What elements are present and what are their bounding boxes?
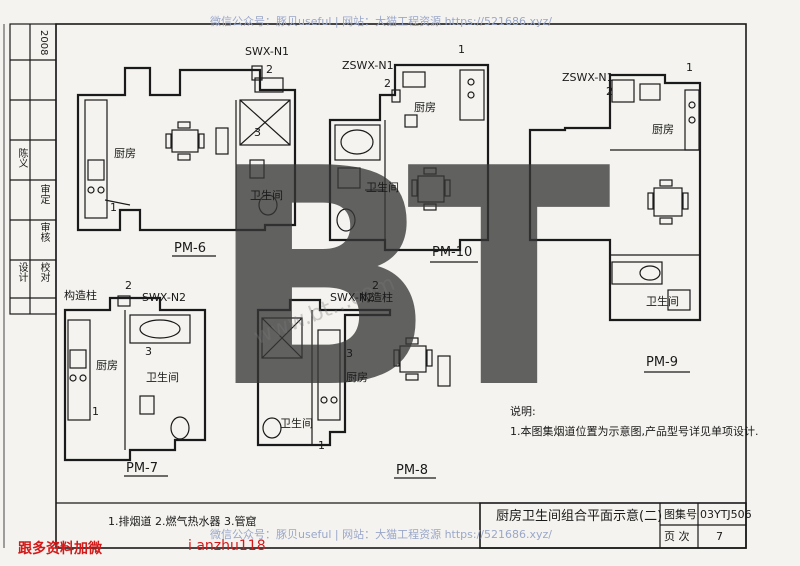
footer-contact-id: i anzhu118 (188, 538, 266, 554)
pm6-callout-3: 3 (254, 126, 261, 139)
side-row-3: 设计 (16, 262, 27, 282)
page-number-value: 7 (716, 530, 723, 543)
pm8-kitchen-label: 厨房 (346, 371, 368, 384)
pm6-callout-2: 2 (266, 63, 273, 76)
title-block-title: 厨房卫生间组合平面示意(二) (496, 509, 663, 524)
pm9-bath-label: 卫生间 (646, 295, 679, 308)
pm10-callout-2: 2 (384, 77, 391, 90)
pm9-plan-label: PM-9 (646, 355, 679, 370)
watermark-top: 微信公众号：豚贝useful | 网站：大猫工程资源 https://52168… (210, 15, 552, 28)
pm6-bath-label: 卫生间 (250, 189, 283, 202)
atlas-number-value: 03YTJ506 (700, 508, 752, 521)
side-row-1: 审核 (38, 222, 49, 242)
pm7-callout-1: 1 (92, 405, 99, 418)
notes-item-1: 1.本图集烟道位置为示意图,产品型号详见单项设计. (510, 425, 759, 438)
legend-items: 1.排烟道 2.燃气热水器 3.管窟 (108, 515, 257, 528)
pm7-column-label: 构造柱 (64, 289, 97, 302)
pm7-kitchen-label: 厨房 (96, 359, 118, 372)
pm6-flue-label: SWX-N1 (245, 45, 290, 58)
pm9-kitchen-label: 厨房 (652, 123, 674, 136)
pm9-flue-label: ZSWX-N1 (562, 71, 614, 84)
pm7-callout-2: 2 (125, 279, 132, 292)
pm10-kitchen-label: 厨房 (414, 101, 436, 114)
pm8-callout-3: 3 (346, 347, 353, 360)
pm7-bath-label: 卫生间 (146, 371, 179, 384)
pm8-flue-label: SWX-N2 (330, 291, 375, 304)
pm10-callout-1: 1 (458, 43, 465, 56)
side-sign: 陈义 (16, 148, 27, 168)
side-date: 2008 (38, 30, 49, 56)
pm9-callout-2: 2 (606, 85, 613, 98)
pm8-callout-1: 1 (318, 439, 325, 452)
page-number-label: 页 次 (664, 530, 690, 543)
pm9-callout-1: 1 (686, 61, 693, 74)
footer-contact-text: 跟多资料加微 (18, 541, 102, 557)
pm8-column-label: 构造柱 (360, 291, 393, 304)
pm8-callout-2: 2 (372, 279, 379, 292)
pm10-flue-label: ZSWX-N1 (342, 59, 394, 72)
pm6-kitchen-label: 厨房 (114, 147, 136, 160)
side-row-0: 审定 (38, 184, 49, 204)
pm8-plan-label: PM-8 (396, 463, 429, 478)
pm8-bath-label: 卫生间 (280, 417, 313, 430)
pm10-plan-label: PM-10 (432, 245, 473, 260)
atlas-number-label: 图集号 (664, 508, 697, 521)
pm6-plan-label: PM-6 (174, 241, 207, 256)
pm7-plan-label: PM-7 (126, 461, 159, 476)
pm7-callout-3: 3 (145, 345, 152, 358)
pm10-bath-label: 卫生间 (366, 181, 399, 194)
watermark-bottom: 微信公众号：豚贝useful | 网站：大猫工程资源 https://52168… (210, 528, 552, 541)
pm6-callout-1: 1 (110, 201, 117, 214)
watermark-logo: BT (208, 105, 611, 454)
pm7-flue-label: SWX-N2 (142, 291, 187, 304)
notes-heading: 说明: (510, 405, 536, 418)
side-row-2: 校对 (38, 262, 49, 282)
